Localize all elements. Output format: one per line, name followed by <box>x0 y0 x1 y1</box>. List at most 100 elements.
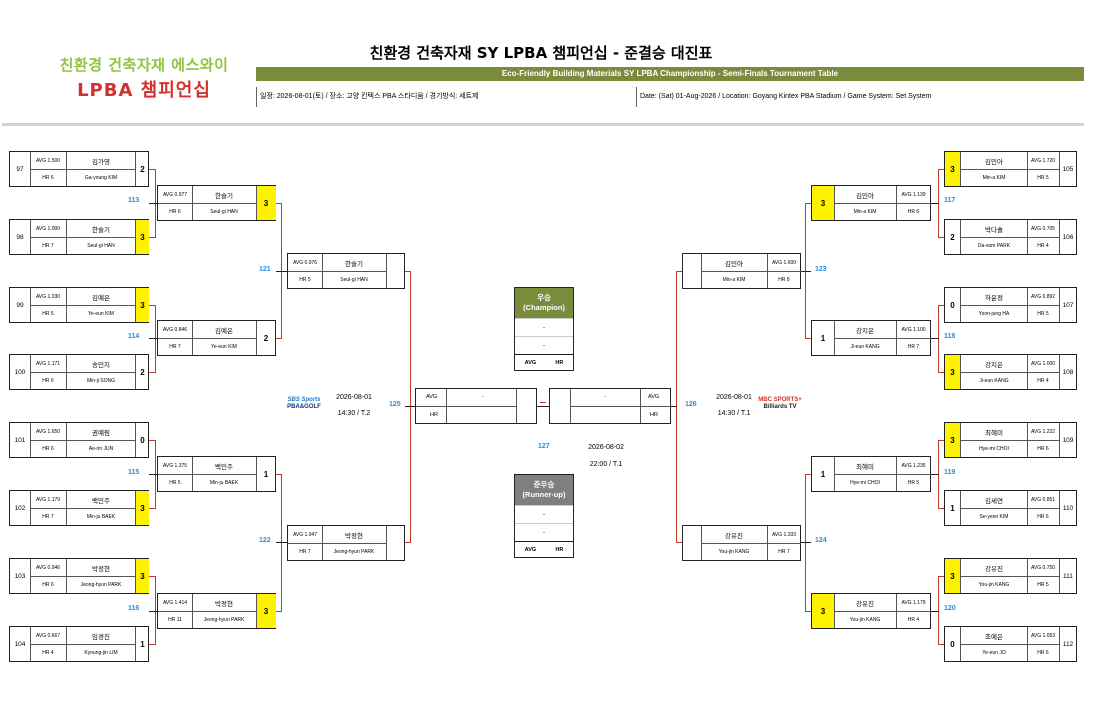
player-name: 한슬기 <box>215 192 233 200</box>
player-name-en: Seul-gi HAN <box>340 276 368 283</box>
player-name-en: Se-yeon KIM <box>979 513 1009 520</box>
runnerup-hr: HR <box>555 546 564 553</box>
player-name-en: Ji-eun KANG <box>850 343 880 350</box>
set-score: 1 <box>263 469 269 479</box>
connector-line <box>938 644 944 645</box>
set-score: 3 <box>136 220 149 254</box>
set-score: 2 <box>263 333 269 343</box>
seed-number: 108 <box>1062 368 1074 376</box>
connector-line <box>149 644 155 645</box>
seed-number: 111 <box>1063 572 1073 580</box>
player-name: 임경진 <box>92 633 110 641</box>
player-avg: AVG 1.000 <box>1030 360 1056 367</box>
right-schedule-time: 14:30 / T.1 <box>717 410 751 417</box>
set-score: 3 <box>945 559 960 593</box>
match-number-116: 116 <box>128 605 140 612</box>
match-number-117: 117 <box>944 197 956 204</box>
player-name: 백민주 <box>215 463 233 471</box>
player-avg: AVG 1.000 <box>35 225 61 232</box>
match-number-122: 122 <box>259 537 271 544</box>
connector-line <box>155 576 156 645</box>
player-avg: AVG 0.892 <box>1030 293 1056 300</box>
connector-line <box>805 338 811 339</box>
connector-line <box>931 474 939 475</box>
player-name: 김예은 <box>215 327 233 335</box>
player-avg: AVG 1.179 <box>901 599 926 606</box>
mbc-logo-line1: MBC SPORTS+ <box>758 397 802 403</box>
player-name-en: Min-a KIM <box>982 174 1006 181</box>
player-hr: HR 5 <box>299 276 311 283</box>
connector-line <box>149 440 155 441</box>
player-name: 권예림 <box>92 429 110 437</box>
player-name: 박다솔 <box>985 226 1003 234</box>
champion-hr: HR <box>555 359 564 366</box>
connector-line <box>537 406 549 407</box>
connector-line <box>276 203 282 204</box>
connector-line <box>149 611 157 612</box>
mbc-logo-line2: Billiards TV <box>763 404 797 410</box>
player-avg: AVG 0.705 <box>1030 225 1056 232</box>
player-name-en: Hye-mi CHOI <box>850 479 880 486</box>
match-number-123: 123 <box>815 266 827 273</box>
player-avg: AVG 0.667 <box>35 632 61 639</box>
champion-avg: AVG <box>524 359 537 366</box>
final-schedule-time: 22:00 / T.1 <box>589 461 623 468</box>
seed-number: 100 <box>14 368 26 376</box>
logo-line1: 친환경 건축자재 에스와이 <box>59 56 229 74</box>
player-hr: HR 6 <box>1037 445 1049 452</box>
player-hr: HR 4 <box>42 649 54 656</box>
set-score: 0 <box>950 639 955 649</box>
player-avg: AVG 1.333 <box>771 531 797 538</box>
connector-line <box>805 203 811 204</box>
player-name-en: Min-ji SONG <box>86 377 116 384</box>
connector-line <box>938 305 939 373</box>
set-score: 3 <box>136 288 149 322</box>
final-box-right: - AVG HR <box>549 388 671 424</box>
player-avg: AVG 1.171 <box>35 360 61 367</box>
player-name-en: You-jin KANG <box>849 616 881 623</box>
player-hr: HR 7 <box>907 343 920 350</box>
set-score: 0 <box>950 300 955 310</box>
header-divider <box>2 123 1084 126</box>
final-right-avg: AVG <box>648 394 660 400</box>
player-avg: AVG 1.600 <box>771 259 797 266</box>
match-number-124: 124 <box>815 537 827 544</box>
player-hr: HR 7 <box>42 513 54 520</box>
connector-line <box>276 338 282 339</box>
player-name-en: Hye-mi CHOI <box>979 445 1009 452</box>
connector-line <box>938 237 944 238</box>
player-name: 한슬기 <box>92 226 110 234</box>
connector-line <box>801 271 811 272</box>
seed-number: 103 <box>14 572 26 580</box>
set-score: 2 <box>950 232 955 242</box>
final-right-dash: - <box>604 394 606 400</box>
player-avg: AVG 1.947 <box>292 531 318 538</box>
seed-number: 112 <box>1062 640 1074 648</box>
player-hr: HR 5 <box>907 479 920 486</box>
logo-line2: LPBA 챔피언십 <box>77 80 211 101</box>
set-score: 3 <box>945 152 960 186</box>
match-number-121: 121 <box>259 266 271 273</box>
player-hr: HR 5 <box>169 479 181 486</box>
final-left-hr: HR <box>430 412 438 418</box>
match-number-125: 125 <box>389 401 401 408</box>
connector-line <box>149 338 157 339</box>
seed-number: 105 <box>1062 165 1074 173</box>
set-score: 3 <box>136 491 149 525</box>
connector-line <box>938 305 944 306</box>
player-hr: HR 5 <box>1037 310 1049 317</box>
player-hr: HR 4 <box>907 616 920 623</box>
